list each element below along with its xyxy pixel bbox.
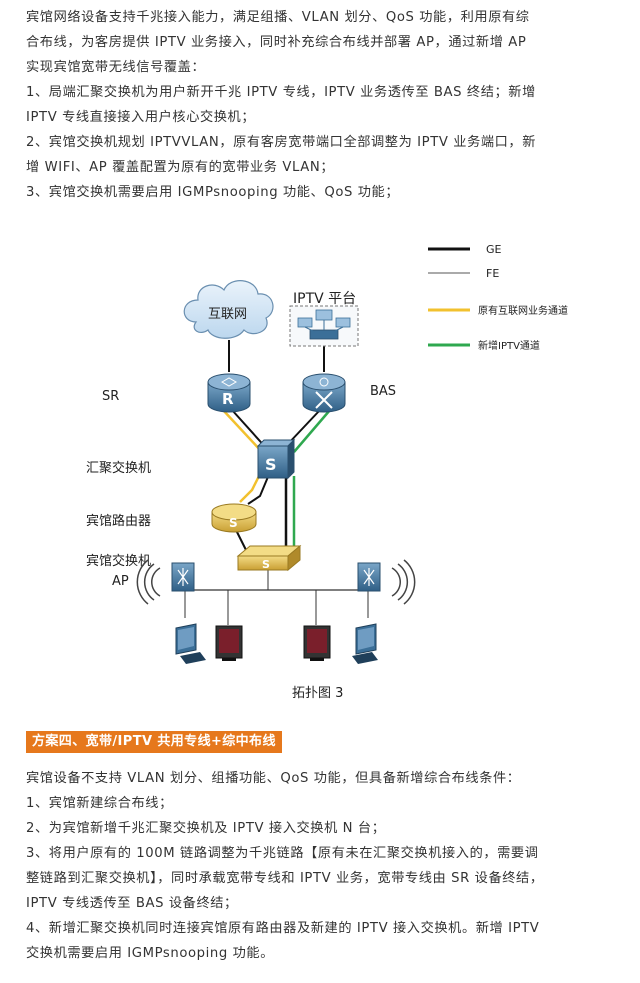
aggregation-switch-label: 汇聚交换机: [86, 460, 151, 476]
access-point-icon: [357, 559, 416, 605]
intro-line: 合布线，为客房提供 IPTV 业务接入，同时补充综合布线并部署 AP，通过新增 …: [26, 35, 527, 50]
diagram-caption: 拓扑图 3: [292, 686, 343, 701]
intro-paragraph: 宾馆网络设备支持千兆接入能力，满足组播、VLAN 划分、QoS 功能，利用原有综…: [26, 5, 620, 205]
section-heading: 方案四、宽带/IPTV 共用专线+综中布线: [26, 731, 282, 753]
ap-label: AP: [112, 574, 129, 589]
legend-new-iptv-label: 新增IPTV通道: [478, 339, 540, 352]
legend: GE FE 原有互联网业务通道 新增IPTV通道: [428, 243, 568, 352]
intro-line: 3、宾馆交换机需要启用 IGMPsnooping 功能、QoS 功能；: [26, 185, 400, 200]
intro-line: 1、局端汇聚交换机为用户新开千兆 IPTV 专线，IPTV 业务透传至 BAS …: [26, 85, 536, 100]
pc-icon: [175, 623, 206, 664]
link-aggregation-router: [247, 471, 271, 505]
legend-fe-label: FE: [486, 267, 499, 280]
router-letter: R: [222, 390, 234, 408]
section-line: 4、新增汇聚交换机同时连接宾馆原有路由器及新建的 IPTV 接入交换机。新增 I…: [26, 921, 540, 936]
tv-icon: [215, 625, 243, 661]
hotel-switch-letter: S: [262, 558, 270, 571]
path-original-upper: [222, 409, 263, 453]
section-line: 1、宾馆新建综合布线；: [26, 796, 173, 811]
intro-line: 2、宾馆交换机规划 IPTVVLAN，原有客房宽带端口全部调整为 IPTV 业务…: [26, 135, 537, 150]
intro-line: 增 WIFI、AP 覆盖配置为原有的宽带业务 VLAN；: [26, 160, 335, 175]
link-router-hotel-switch: [235, 529, 247, 551]
aggregation-switch-letter: S: [265, 455, 277, 474]
tv-icon: [303, 625, 331, 661]
section-line: 整链路到汇聚交换机】，同时承载宽带专线和 IPTV 业务，宽带专线由 SR 设备…: [26, 871, 544, 886]
aggregation-switch-icon: S: [256, 438, 296, 480]
sr-label: SR: [102, 389, 119, 404]
topology-diagram: GE FE 原有互联网业务通道 新增IPTV通道: [86, 243, 568, 701]
bas-label: BAS: [370, 384, 396, 399]
section-line: 3、将用户原有的 100M 链路调整为千兆链路【原有未在汇聚交换机接入的，需要调: [26, 846, 539, 861]
intro-line: IPTV 专线直接接入用户核心交换机；: [26, 110, 256, 125]
intro-line: 实现宾馆宽带无线信号覆盖：: [26, 60, 206, 75]
hotel-switch-label: 宾馆交换机: [86, 553, 151, 569]
hotel-router-label: 宾馆路由器: [86, 513, 151, 529]
hotel-router-letter: S: [229, 516, 238, 530]
legend-original-label: 原有互联网业务通道: [478, 304, 568, 317]
section-line: 宾馆设备不支持 VLAN 划分、组播功能、QoS 功能，但具备新增综合布线条件：: [26, 771, 521, 786]
internet-label: 互联网: [208, 307, 247, 322]
pc-icon: [352, 623, 378, 664]
section-line: IPTV 专线透传至 BAS 设备终结；: [26, 896, 238, 911]
legend-ge-label: GE: [486, 243, 502, 256]
router-icon: R: [207, 373, 251, 413]
path-new-iptv-upper: [293, 409, 331, 453]
intro-line: 宾馆网络设备支持千兆接入能力，满足组播、VLAN 划分、QoS 功能，利用原有综: [26, 10, 530, 25]
section-line: 交换机需要启用 IGMPsnooping 功能。: [26, 946, 274, 961]
section-line: 2、为宾馆新增千兆汇聚交换机及 IPTV 接入交换机 N 台；: [26, 821, 386, 836]
bas-icon: [302, 373, 346, 413]
iptv-platform-label: IPTV 平台: [293, 291, 356, 307]
section-paragraph: 宾馆设备不支持 VLAN 划分、组播功能、QoS 功能，但具备新增综合布线条件：…: [26, 766, 620, 966]
hotel-switch-icon: S: [236, 544, 302, 572]
cloud-icon: 互联网: [183, 280, 274, 339]
hotel-router-icon: S: [211, 503, 257, 533]
iptv-platform-icon: [289, 305, 359, 347]
access-point-icon: [136, 559, 195, 605]
